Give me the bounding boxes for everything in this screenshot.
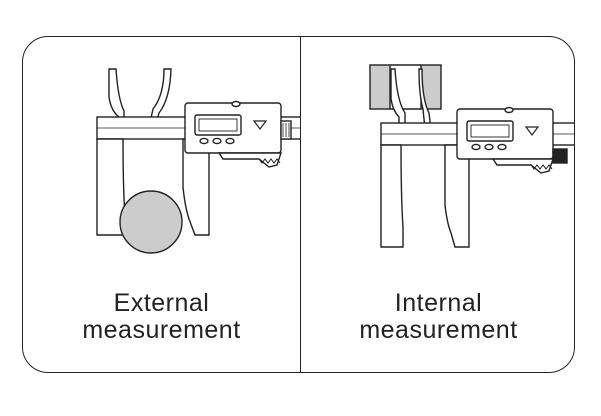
caliper-icon [96,68,300,236]
fixed-lower-jaw [380,144,404,248]
external-caption: External measurement [23,290,300,344]
external-caption-line2: measurement [82,316,241,344]
external-caliper-illustration [96,68,300,254]
fixed-upper-jaw [390,68,406,130]
sliding-lower-jaw [444,144,470,248]
internal-caption: Internal measurement [301,289,574,344]
ring-gauge-icon [369,64,442,110]
hold-triangle-icon [524,126,540,136]
external-measurement-panel: External measurement [23,37,300,372]
hold-triangle-icon [252,120,268,130]
internal-caption-line2: measurement [359,316,518,344]
illustration-frame: External measurement [22,36,575,373]
internal-caliper-illustration [369,64,574,248]
internal-measurement-panel: Internal measurement [301,37,574,372]
round-workpiece-icon [119,190,183,254]
sliding-lower-jaw [182,138,210,236]
panel-divider [300,37,302,372]
internal-caption-line1: Internal [394,289,483,317]
external-caption-line1: External [113,289,210,317]
caliper-icon [380,68,574,248]
